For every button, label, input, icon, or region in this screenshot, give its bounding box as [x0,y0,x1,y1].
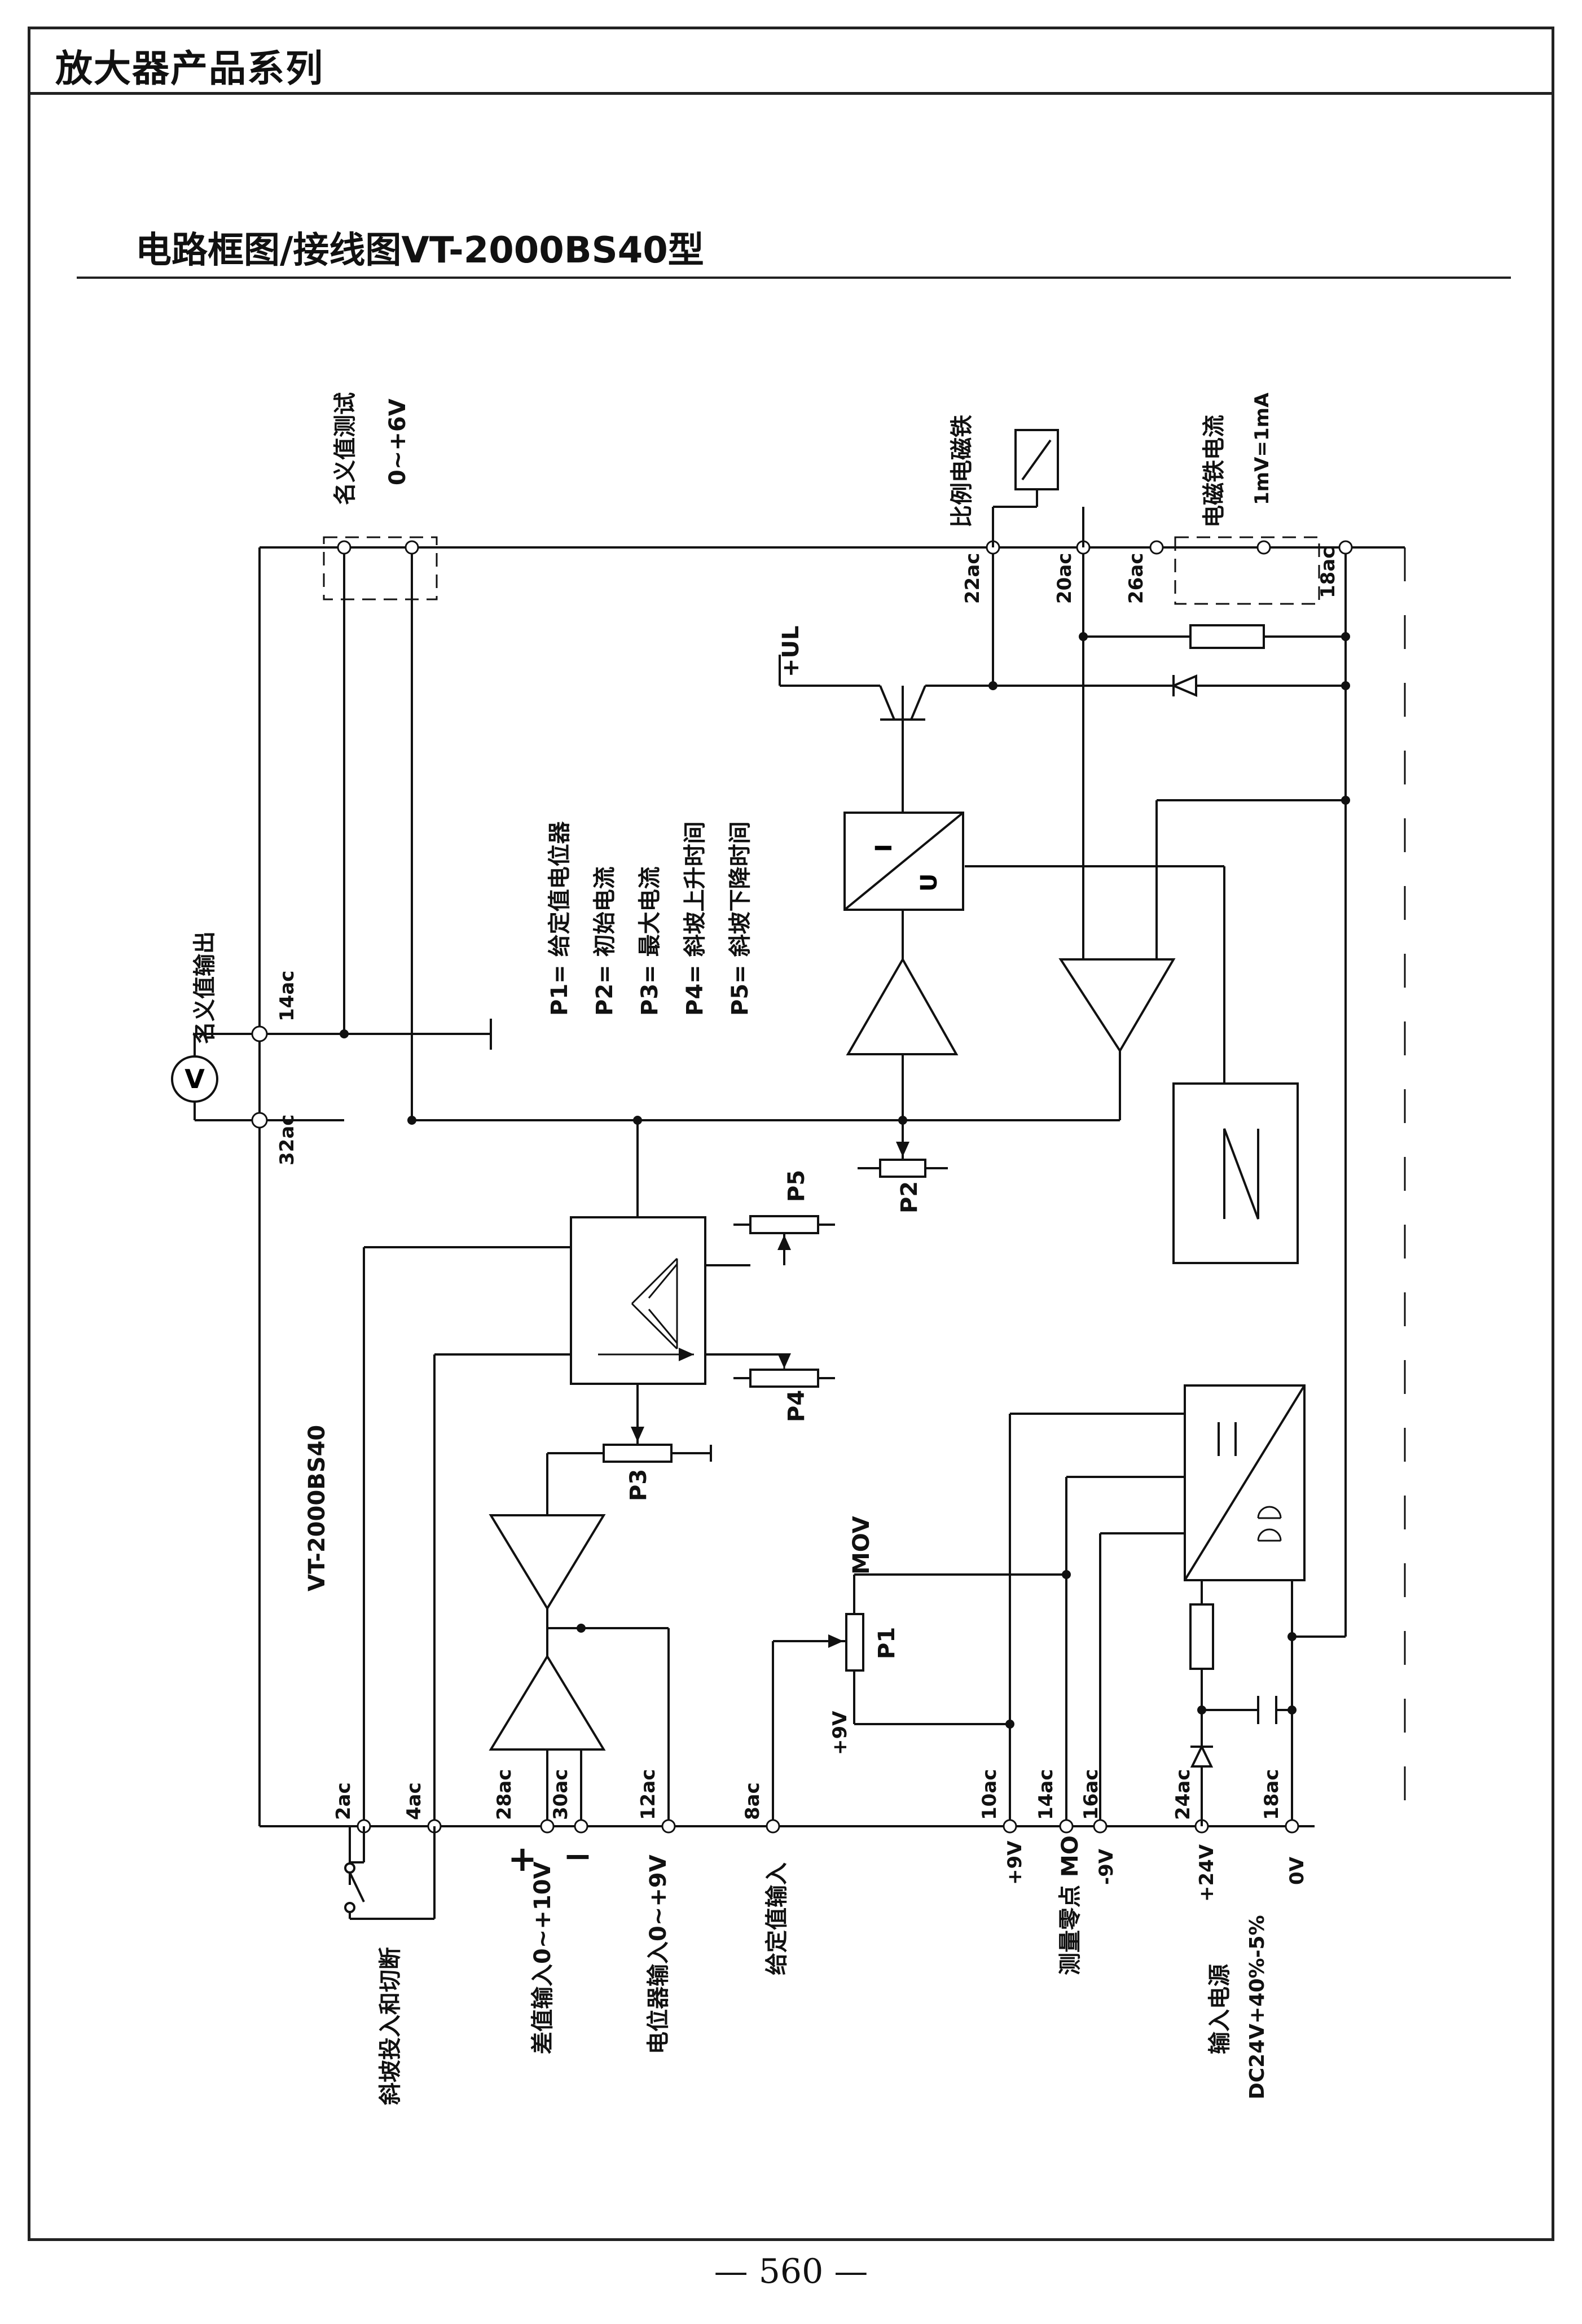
page-border [28,27,1554,2241]
pot-wipers [631,1120,909,1648]
junction-dots [340,632,1350,1729]
label-solenoid-scale: 1mV=1mA [1251,392,1273,505]
terminal-24ac: 24ac [1172,1769,1194,1820]
terminal-28ac: 28ac [493,1769,516,1820]
label-setpoint-input: 给定值输入 [764,1862,790,1975]
amplifiers [489,957,1176,1751]
legend-p1: P1= 给定值电位器 [547,821,573,1016]
iu-converter: I U [843,812,964,911]
ramp-generator [570,1216,706,1385]
pot-p3-label: P3 [626,1469,652,1501]
output-transistor [779,655,926,734]
label-diff-input: 差值输入0~+10V [530,1861,556,2054]
converter-u: U [916,874,942,892]
pot-p4-label: P4 [784,1390,810,1422]
terminal-22ac: 22ac [961,553,984,604]
pot-p1-label: P1 [874,1627,900,1659]
label-plus-sign: + [508,1838,537,1879]
terminal-18ac-bottom: 18ac [1260,1769,1283,1820]
oscillator [1172,1082,1299,1264]
terminal-10ac: 10ac [978,1769,1001,1820]
terminal-30ac: 30ac [550,1769,572,1820]
label-minus-sign: − [563,1835,592,1876]
fuse [1189,1603,1214,1670]
legend-p5: P5= 斜坡下降时间 [727,821,753,1016]
voltmeter: V [171,1033,252,1121]
label-solenoid-current: 电磁铁电流 [1201,415,1227,528]
freewheel-diode [1170,674,1197,698]
terminal-18ac-top: 18ac [1317,547,1339,598]
label-model: VT-2000BS40 [304,1425,330,1591]
shunt-resistor [1189,624,1265,649]
power-supply [1184,1384,1306,1581]
label-pot-input: 电位器输入0~+9V [645,1854,671,2054]
terminal-14ac-bottom: 14ac [1035,1769,1057,1820]
dashed-test-box [323,536,1320,605]
page-number: — 560 — [714,2252,868,2291]
label-power-spec: DC24V+40%-5% [1246,1915,1269,2099]
label-plus-9v-internal: +9V [829,1711,851,1755]
label-nominal-output: 名义值输出 [192,931,218,1044]
legend-p2: P2= 初始电流 [592,866,618,1016]
label-mov: MOV [849,1516,875,1575]
series-title: 放大器产品系列 [55,47,324,90]
pot-p5-label: P5 [784,1170,810,1202]
terminal-8ac: 8ac [741,1782,764,1820]
input-diode [1190,1710,1214,1826]
diagram-labels: 名义值输出 名义值测试 0~+6V 比例电磁铁 电磁铁电流 1mV=1mA +U… [192,392,1339,2105]
label-solenoid: 比例电磁铁 [949,415,975,528]
terminal-12ac: 12ac [637,1769,660,1820]
terminal-4ac: 4ac [403,1782,425,1820]
header-rule [28,92,1554,95]
solenoid-coil [992,429,1084,547]
terminal-circles [251,540,1353,1834]
potentiometers [603,1159,948,1672]
diagram-title: 电路框图/接线图VT-2000BS40型 [135,230,704,271]
title-rule [77,277,1511,279]
voltmeter-symbol: V [184,1064,205,1094]
label-plus-24v: +24V [1196,1844,1218,1902]
terminal-2ac: 2ac [332,1782,355,1820]
terminal-32ac: 32ac [276,1115,298,1165]
filter-capacitor [1257,1696,1277,1724]
legend-p3: P3= 最大电流 [637,866,663,1016]
label-nominal-test: 名义值测试 [332,392,358,505]
label-minus-9v: -9V [1095,1848,1118,1885]
label-ramp-switch: 斜坡投入和切断 [377,1947,403,2105]
terminal-16ac: 16ac [1080,1769,1102,1820]
terminal-14ac: 14ac [276,971,298,1021]
pot-p2-label: P2 [897,1181,922,1213]
label-plus-ul: +UL [778,626,804,677]
legend-p4: P4= 斜坡上升时间 [682,821,708,1016]
label-mo-point: 测量零点 MO [1057,1835,1083,1975]
label-plus-9v: +9V [1004,1840,1026,1885]
terminal-26ac: 26ac [1125,553,1148,604]
ramp-switch [344,1826,436,1920]
label-0v: 0V [1286,1856,1308,1885]
label-power-input: 输入电源 [1207,1964,1233,2054]
label-nominal-test-range: 0~+6V [385,398,411,485]
converter-i: I [871,844,897,852]
terminal-20ac: 20ac [1053,553,1076,604]
